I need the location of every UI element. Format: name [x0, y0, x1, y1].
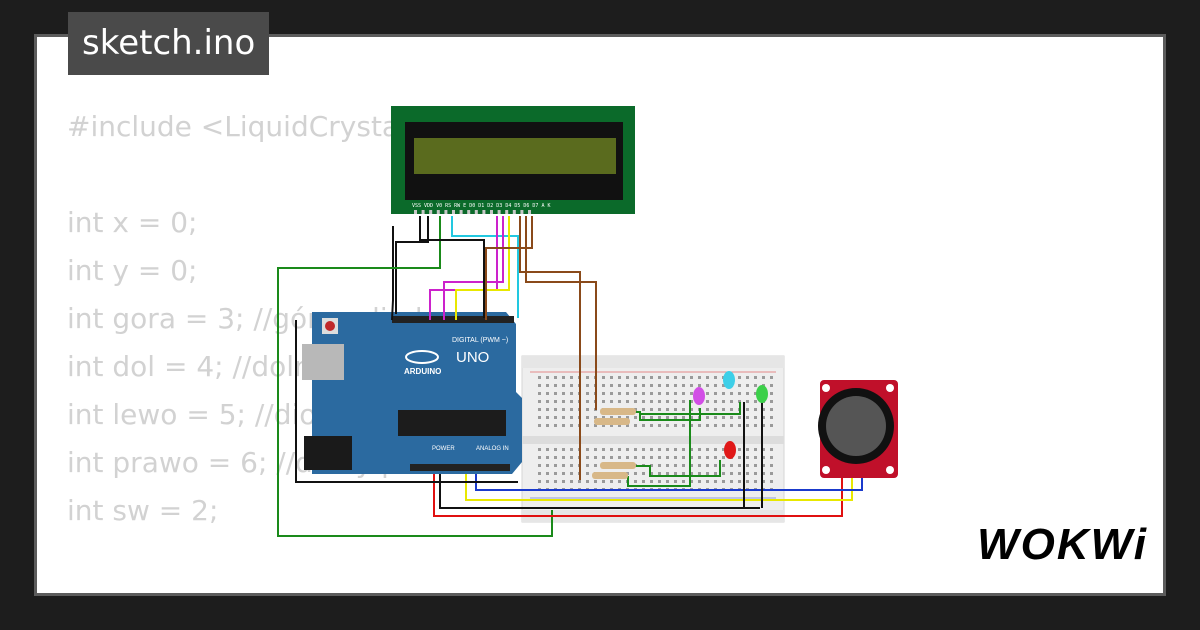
code-line: LiquidCrystal lcd(12, 11, 10, 9, 8, 7);: [67, 583, 580, 593]
led-green[interactable]: [756, 385, 768, 403]
power-jack: [304, 436, 352, 470]
lcd-display[interactable]: VSS VDD V0 RS RW E D0 D1 D2 D3 D4 D5 D6 …: [391, 106, 635, 214]
joystick-module[interactable]: [818, 380, 898, 478]
wires: [277, 216, 863, 537]
led-red[interactable]: [724, 441, 736, 459]
arduino-uno[interactable]: DIGITAL (PWM ~) UNO ARDUINO POWER ANALOG…: [302, 312, 522, 474]
power-label: POWER: [432, 446, 455, 452]
code-line: int y = 0;: [67, 254, 198, 287]
led-purple[interactable]: [693, 387, 705, 405]
analog-label: ANALOG IN: [476, 446, 509, 452]
reset-button[interactable]: [325, 321, 335, 331]
code-line: int x = 0;: [67, 206, 198, 239]
usb-port: [302, 344, 344, 380]
arduino-brand: ARDUINO: [404, 367, 441, 376]
wokwi-logo: WOKWi: [977, 520, 1148, 569]
lcd-pin-labels: VSS VDD V0 RS RW E D0 D1 D2 D3 D4 D5 D6 …: [412, 203, 550, 209]
digital-label: DIGITAL (PWM ~): [452, 337, 508, 344]
led-cyan[interactable]: [723, 371, 735, 389]
digital-header: [392, 316, 514, 323]
file-tab[interactable]: sketch.ino: [68, 12, 270, 75]
uno-logo: UNO: [456, 349, 489, 366]
code-line: int sw = 2;: [67, 494, 219, 527]
atmega-chip: [398, 410, 506, 436]
infinity-logo: [405, 350, 439, 364]
resistors: [592, 408, 636, 479]
power-analog-header: [410, 464, 510, 471]
